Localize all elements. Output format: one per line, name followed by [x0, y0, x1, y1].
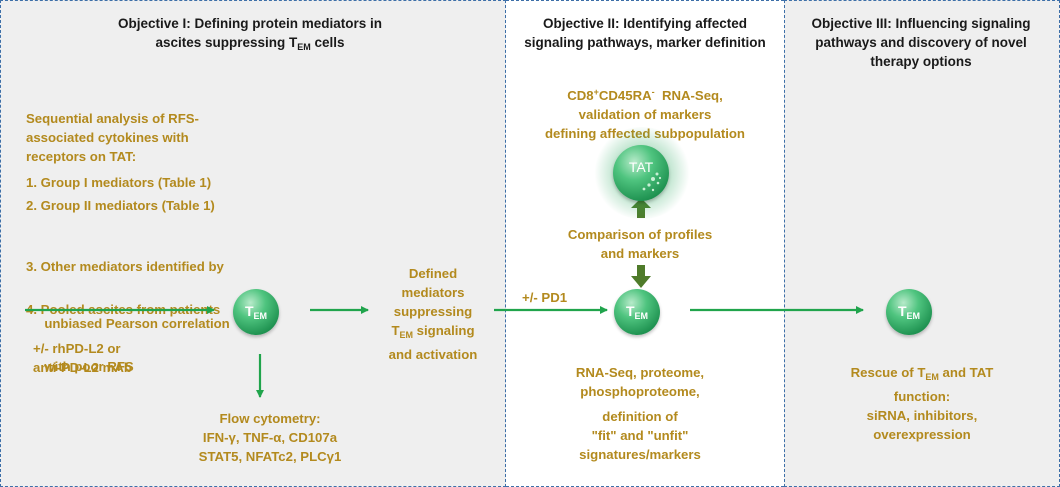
comparison-text: Comparison of profiles and markers — [567, 227, 713, 261]
tem-cell-2: TEM — [614, 289, 660, 335]
flow-cytometry-text: Flow cytometry: IFN-γ, TNF-α, CD107a STA… — [198, 411, 342, 464]
rnaseq-bottom-text: RNA-Seq, proteome, phosphoproteome, — [575, 365, 705, 399]
tem-cell-1: TEM — [233, 289, 279, 335]
tat-label: TAT — [628, 159, 654, 175]
objective-2-panel — [506, 0, 784, 487]
fit-unfit-text: definition of "fit" and "unfit" signatur… — [579, 409, 701, 462]
analysis-item-2: 2. Group II mediators (Table 1) — [26, 198, 215, 213]
analysis-item-3: 3. Other mediators identified by unbiase… — [26, 259, 230, 331]
analysis-item-1: 1. Group I mediators (Table 1) — [26, 175, 212, 190]
objective-3-panel — [784, 0, 1060, 487]
tat-cell: TAT — [613, 145, 669, 201]
block-arrow-down — [631, 265, 651, 288]
tem-cell-3: TEM — [886, 289, 932, 335]
rnaseq-top-text: CD8+CD45RA- RNA-Seq, validation of marke… — [544, 87, 745, 141]
pd1-label: +/- PD1 — [522, 290, 568, 305]
objective-3-heading: Objective III: Influencing signaling pat… — [811, 16, 1031, 69]
defined-mediators-text: Defined mediators suppressing TEM signal… — [388, 266, 478, 362]
treatment-label: +/- rhPD-L2 or anti-PD-L2 mAb — [33, 341, 132, 375]
objective-1-panel — [0, 0, 506, 487]
objective-1-heading: Objective I: Defining protein mediators … — [117, 16, 383, 52]
objective-2-heading: Objective II: Identifying affected signa… — [524, 16, 766, 50]
tat-cell-granules — [642, 172, 662, 192]
analysis-intro: Sequential analysis of RFS- associated c… — [26, 111, 199, 164]
rescue-text: Rescue of TEM and TAT function: siRNA, i… — [850, 365, 994, 442]
